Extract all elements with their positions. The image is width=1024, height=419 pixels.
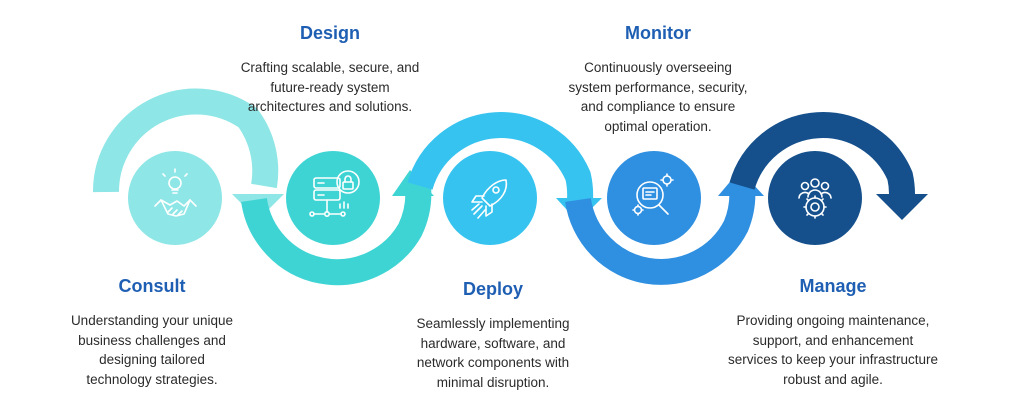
handshake-lightbulb-icon: [154, 168, 197, 217]
desc-line: business challenges and: [78, 332, 226, 348]
desc-line: Providing ongoing maintenance,: [736, 313, 930, 328]
consult-arc: [92, 88, 279, 193]
deploy-circle: [443, 151, 537, 245]
step-title-design: Design: [299, 23, 360, 43]
desc-line: network components with: [416, 355, 570, 370]
step-desc-consult: Understanding your unique business chall…: [32, 311, 272, 389]
step-desc-monitor: Continuously overseeing system performan…: [538, 58, 778, 136]
desc-line: services to keep your infrastructure: [727, 352, 939, 367]
desc-line: minimal disruption.: [436, 374, 550, 390]
desc-line: future-ready system: [270, 79, 390, 95]
desc-line: optimal operation.: [604, 118, 712, 134]
server-lock-icon: [309, 170, 360, 218]
monitor-arc: [565, 184, 756, 285]
monitor-circle: [607, 151, 701, 245]
monitor-magnifier-icon: [632, 173, 674, 216]
desc-line: technology strategies.: [86, 371, 218, 387]
desc-line: hardware, software, and: [420, 335, 566, 351]
desc-line: and compliance to ensure: [580, 99, 736, 114]
step-desc-design: Crafting scalable, secure, and future-re…: [210, 58, 450, 117]
manage-arrowhead: [876, 194, 928, 220]
desc-line: Continuously overseeing: [584, 60, 732, 75]
rocket-icon: [471, 179, 508, 219]
deploy-arc: [407, 112, 594, 201]
desc-line: system performance, security,: [568, 79, 748, 95]
desc-line: Understanding your unique: [70, 313, 234, 328]
consult-circle: [128, 151, 222, 245]
step-title-monitor: Monitor: [625, 23, 691, 43]
team-gear-icon: [798, 178, 832, 219]
step-title-deploy: Deploy: [462, 279, 523, 299]
desc-line: architectures and solutions.: [247, 99, 413, 114]
step-title-manage: Manage: [799, 276, 867, 296]
design-arc: [241, 184, 432, 286]
desc-line: Crafting scalable, secure, and: [240, 60, 420, 75]
desc-line: Seamlessly implementing: [416, 316, 570, 331]
desc-line: robust and agile.: [783, 371, 883, 387]
desc-line: support, and enhancement: [752, 332, 914, 348]
step-desc-deploy: Seamlessly implementing hardware, softwa…: [373, 314, 613, 392]
step-desc-manage: Providing ongoing maintenance, support, …: [713, 311, 953, 389]
manage-arc: [729, 112, 915, 197]
step-title-consult: Consult: [118, 276, 186, 296]
design-circle: [286, 151, 380, 245]
desc-line: designing tailored: [99, 352, 205, 367]
